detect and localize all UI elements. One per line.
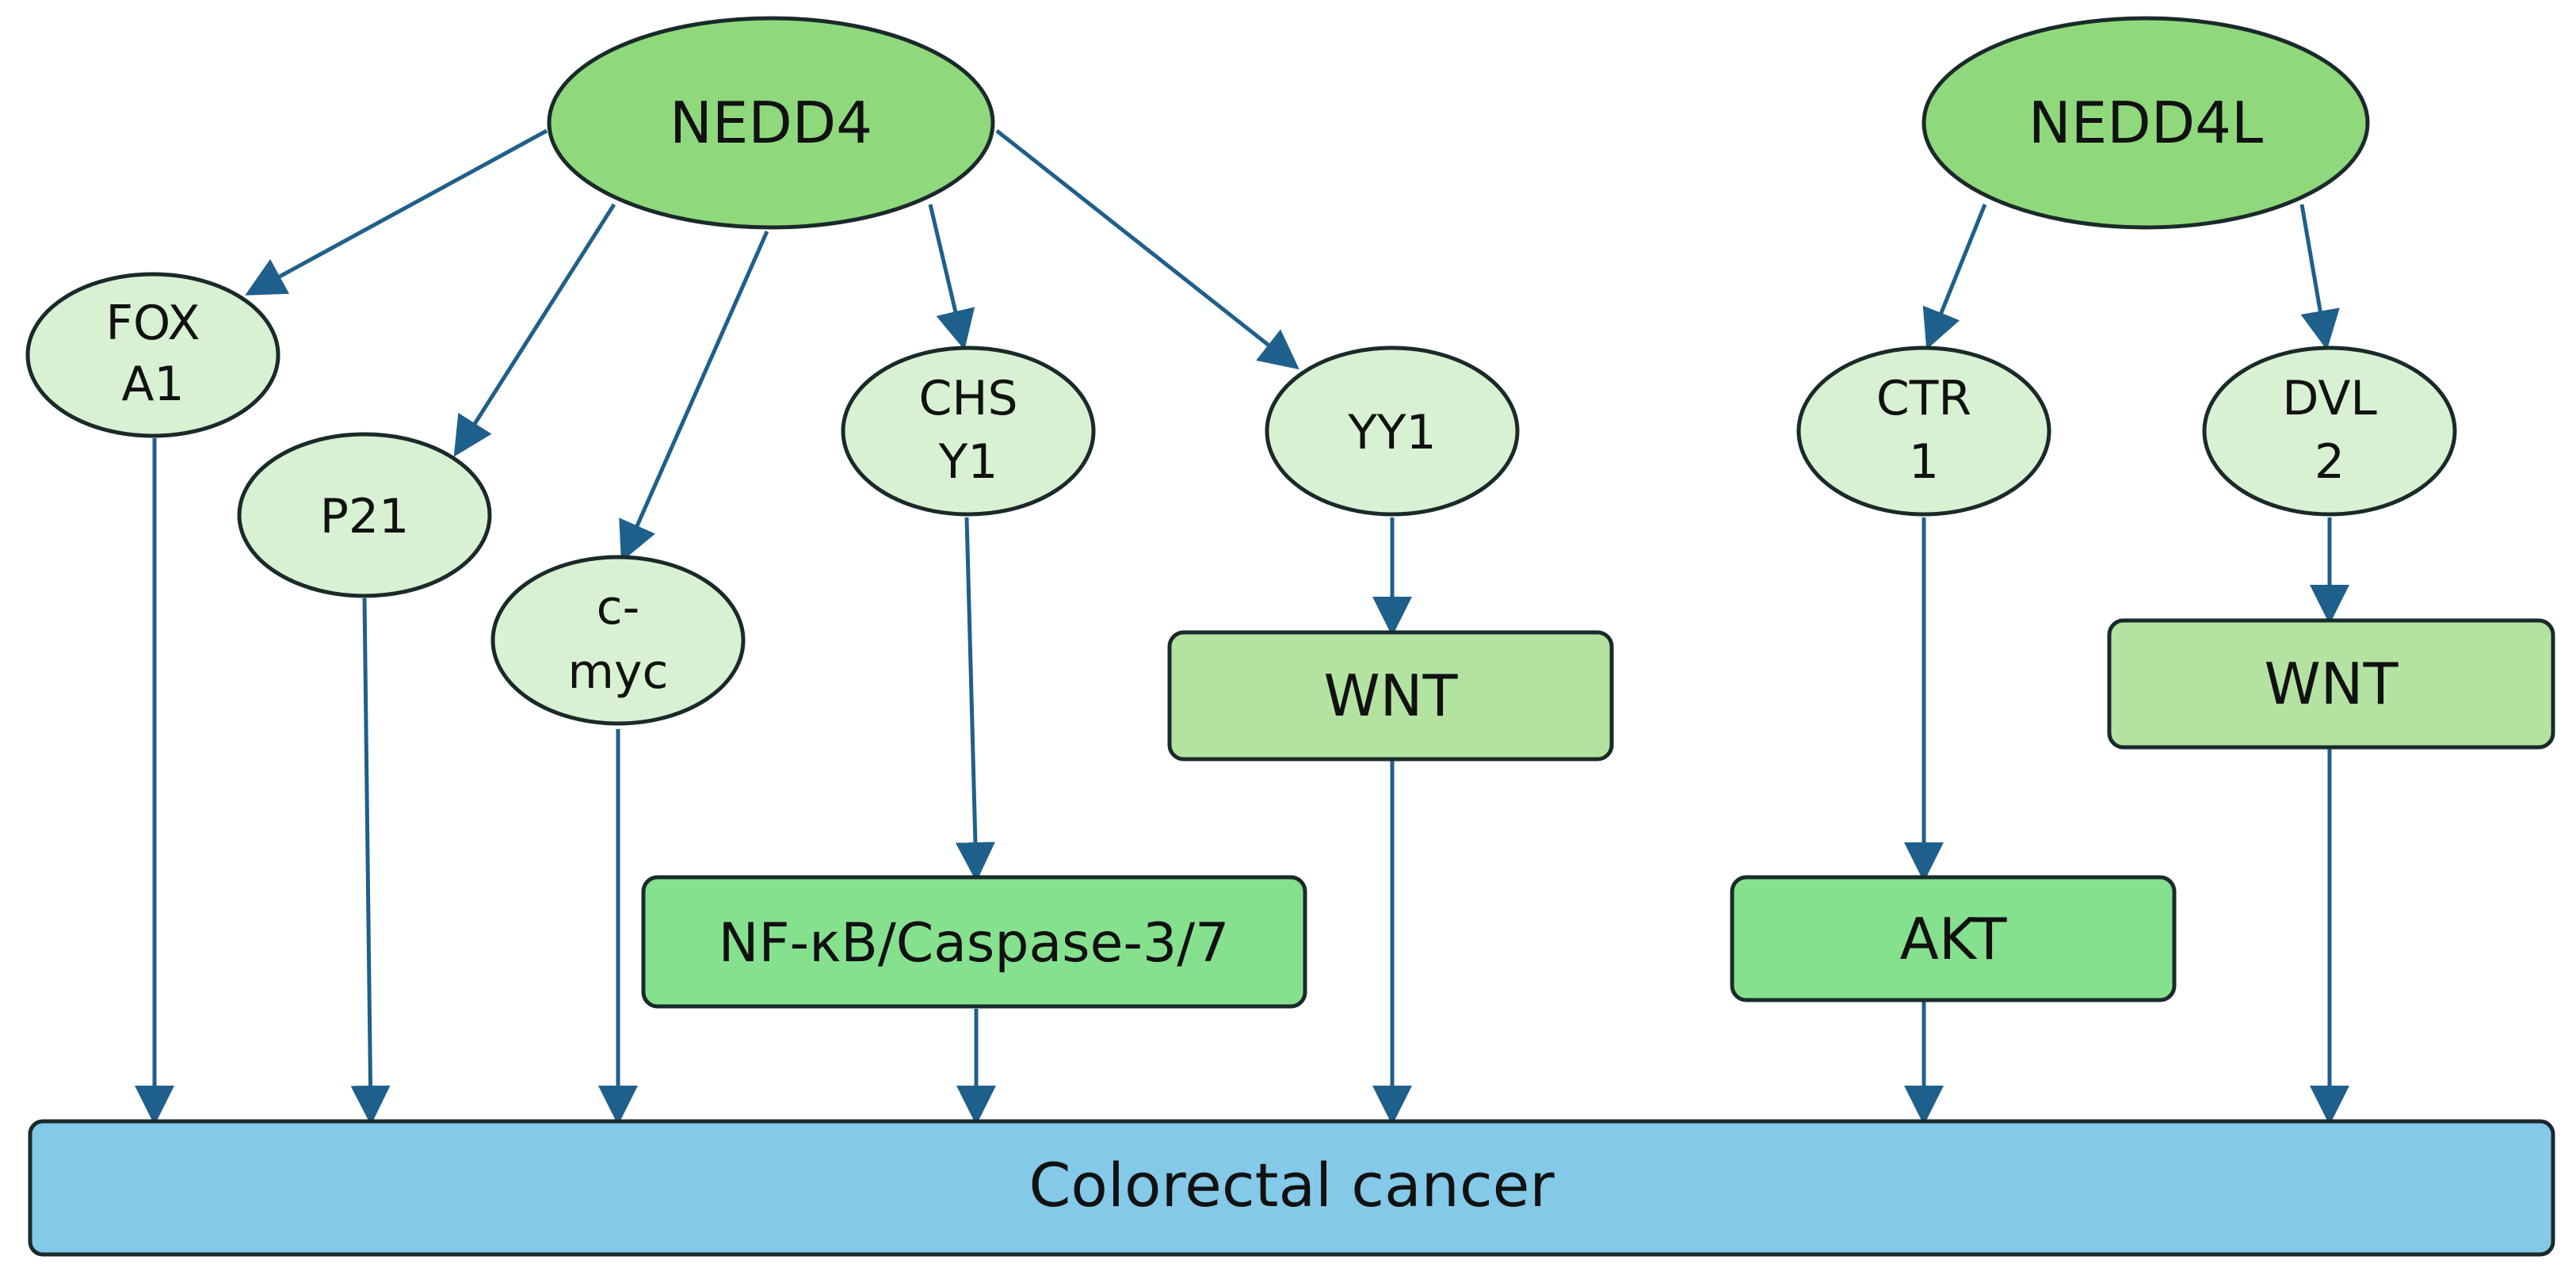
nedd4-label: NEDD4 (670, 90, 872, 156)
p21-label: P21 (320, 489, 410, 544)
ctr1-label-line1: CTR (1876, 371, 1971, 426)
arrow-nedd4-cmyc (619, 230, 769, 563)
wnt-left-label: WNT (1323, 662, 1458, 729)
node-wnt-right: WNT (2107, 618, 2555, 750)
node-yy1: YY1 (1265, 346, 1520, 517)
node-nfkb-caspase: NF-κB/Caspase-3/7 (641, 875, 1307, 1009)
node-cmyc: c- myc (490, 555, 746, 726)
node-p21: P21 (237, 432, 492, 598)
yy1-label: YY1 (1347, 405, 1436, 460)
arrow-nedd4-foxa1 (245, 128, 548, 296)
nfkb-caspase-label: NF-κB/Caspase-3/7 (719, 912, 1230, 975)
foxa1-label-line2: A1 (121, 357, 184, 412)
node-chsy1: CHS Y1 (841, 346, 1096, 517)
node-colorectal-cancer: Colorectal cancer (28, 1119, 2555, 1257)
wnt-right-label: WNT (2264, 651, 2399, 717)
foxa1-label-line1: FOX (105, 296, 200, 351)
arrow-p21-crc (350, 598, 391, 1125)
arrow-nedd4-chsy1 (928, 204, 975, 350)
node-dvl2: DVL 2 (2202, 346, 2457, 517)
node-ctr1: CTR 1 (1796, 346, 2051, 517)
dvl2-label-line1: DVL (2282, 371, 2377, 426)
arrow-nedd4l-dvl2 (2299, 204, 2340, 350)
node-akt: AKT (1730, 875, 2177, 1002)
chsy1-label-line1: CHS (918, 371, 1017, 426)
cmyc-label-line1: c- (597, 580, 640, 636)
arrow-nedd4l-ctr1 (1922, 204, 1987, 350)
cmyc-label-line2: myc (568, 644, 669, 700)
arrow-nedd4-p21 (453, 203, 616, 457)
arrow-nedd4-yy1 (995, 129, 1299, 370)
nedd4l-label: NEDD4L (2028, 90, 2263, 156)
akt-label: AKT (1900, 906, 2008, 972)
node-nedd4: NEDD4 (547, 16, 995, 230)
node-foxa1: FOX A1 (25, 272, 280, 438)
colorectal-cancer-label: Colorectal cancer (1028, 1150, 1555, 1220)
arrows (135, 128, 2349, 1125)
node-nedd4l: NEDD4L (1922, 16, 2370, 230)
dvl2-label-line2: 2 (2315, 434, 2345, 490)
ctr1-label-line2: 1 (1909, 434, 1939, 490)
node-wnt-left: WNT (1167, 630, 1614, 762)
arrow-chsy1-nfkb (955, 517, 995, 882)
chsy1-label-line2: Y1 (938, 434, 998, 490)
